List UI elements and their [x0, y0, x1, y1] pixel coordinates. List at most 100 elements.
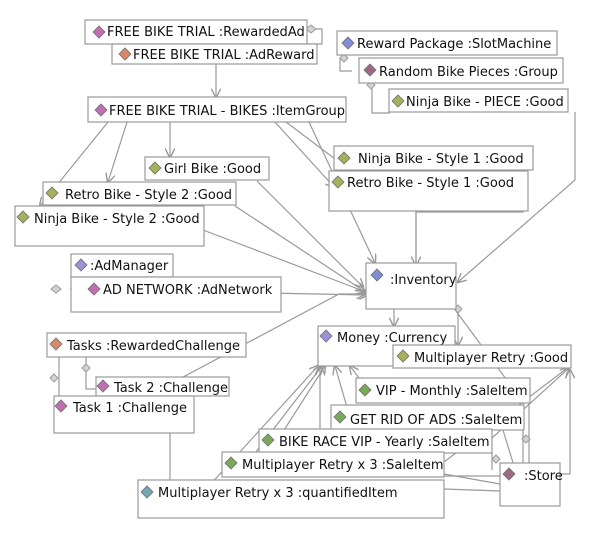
- olive-diamond-icon: [396, 349, 410, 363]
- diamond-connector-end: [50, 284, 62, 294]
- node-multiplayer-retry[interactable]: Multiplayer Retry :Good: [392, 344, 572, 369]
- node-label: FREE BIKE TRIAL - BIKES :ItemGroup: [109, 104, 345, 119]
- node-label: Retro Bike - Style 1 :Good: [347, 176, 514, 191]
- node-box: [111, 43, 318, 65]
- node-retro-bike-style-1[interactable]: Retro Bike - Style 1 :Good: [328, 170, 529, 212]
- magenta-diamond-icon: [87, 282, 101, 296]
- node-reward-package[interactable]: Reward Package :SlotMachine: [336, 30, 558, 56]
- olive-diamond-icon: [331, 175, 345, 189]
- olive-diamond-icon: [337, 151, 351, 165]
- node-label: FREE BIKE TRIAL :AdReward: [133, 48, 314, 63]
- node-inventory[interactable]: :Inventory: [365, 262, 457, 310]
- node-task-1[interactable]: Task 1 :Challenge: [53, 395, 195, 434]
- node-box: [137, 479, 445, 519]
- node-ad-manager[interactable]: :AdManager: [70, 253, 174, 278]
- node-box: [365, 262, 457, 310]
- connector-itemgroup-to-retrobike1: [274, 121, 334, 187]
- connector-quantified-to-inventory: [169, 294, 365, 486]
- node-label: FREE BIKE TRIAL :RewardedAd: [107, 25, 305, 40]
- node-label: Task 2 :Challenge: [113, 381, 228, 396]
- node-label: Money :Currency: [337, 331, 447, 346]
- violet-diamond-icon: [74, 258, 88, 272]
- node-tasks[interactable]: Tasks :RewardedChallenge: [46, 332, 247, 358]
- connector-bikevip-to-money: [278, 366, 325, 439]
- diamond-connector-end: [305, 24, 317, 34]
- blue-diamond-icon: [370, 268, 384, 282]
- node-label: Ninja Bike - PIECE :Good: [406, 95, 564, 110]
- olive-diamond-icon: [391, 94, 405, 108]
- node-box: [355, 377, 531, 404]
- node-free-bike-trial-bikes[interactable]: FREE BIKE TRIAL - BIKES :ItemGroup: [87, 96, 347, 123]
- node-box: [328, 170, 529, 212]
- olive-diamond-icon: [45, 186, 59, 200]
- node-box: [333, 145, 534, 171]
- violet-diamond-icon: [319, 329, 333, 343]
- node-ad-network[interactable]: AD NETWORK :AdNetwork: [70, 276, 282, 313]
- node-get-rid-of-ads[interactable]: GET RID OF ADS :SaleItem: [330, 404, 525, 431]
- node-ninja-bike-style-2[interactable]: Ninja Bike - Style 2 :Good: [14, 205, 205, 247]
- magenta-diamond-icon: [54, 399, 68, 413]
- magenta-diamond-icon: [94, 103, 108, 117]
- node-box: [46, 332, 247, 358]
- node-box: [358, 57, 564, 84]
- green-diamond-icon: [261, 433, 275, 447]
- connector-store-to-multiplayer-sale: [443, 473, 501, 485]
- olive-diamond-icon: [148, 161, 162, 175]
- green-diamond-icon: [358, 383, 372, 397]
- blue-diamond-icon: [341, 36, 355, 50]
- connector-ninjabike2-to-inventory: [202, 229, 366, 292]
- node-label: Reward Package :SlotMachine: [357, 37, 551, 52]
- node-box: [14, 205, 205, 247]
- node-box: [53, 395, 195, 434]
- node-ninja-bike-style-1[interactable]: Ninja Bike - Style 1 :Good: [333, 145, 534, 171]
- teal-diamond-icon: [140, 485, 154, 499]
- node-bike-race-vip-yearly[interactable]: BIKE RACE VIP - Yearly :SaleItem: [258, 428, 493, 454]
- node-task-2[interactable]: Task 2 :Challenge: [95, 376, 230, 397]
- node-girl-bike[interactable]: Girl Bike :Good: [144, 156, 270, 181]
- node-free-bike-trial-rewardedad[interactable]: FREE BIKE TRIAL :RewardedAd: [84, 19, 308, 45]
- connector-decorations: [49, 24, 531, 464]
- node-ninja-bike-piece[interactable]: Ninja Bike - PIECE :Good: [388, 88, 569, 113]
- connector-ninjapiece-to-inventory: [458, 112, 576, 282]
- node-label: Multiplayer Retry :Good: [414, 351, 568, 366]
- diamond-connector-end: [521, 434, 531, 444]
- node-vip-monthly[interactable]: VIP - Monthly :SaleItem: [355, 377, 531, 404]
- node-label: :Inventory: [390, 273, 457, 288]
- node-label: Ninja Bike - Style 1 :Good: [358, 152, 524, 167]
- connector-itemgroup-to-retrobike2: [108, 121, 128, 182]
- node-layer: FREE BIKE TRIAL :RewardedAd FREE BIKE TR…: [14, 19, 572, 519]
- node-label: GET RID OF ADS :SaleItem: [350, 413, 522, 428]
- connector-randomgroup-to-ninjapiece: [371, 84, 390, 114]
- node-box: [84, 19, 308, 45]
- connector-retrobike2-to-inventory: [234, 205, 364, 291]
- node-label: Retro Bike - Style 2 :Good: [65, 188, 232, 203]
- node-free-bike-trial-adreward[interactable]: FREE BIKE TRIAL :AdReward: [111, 43, 318, 65]
- green-diamond-icon: [224, 456, 238, 470]
- diamond-connector-end: [491, 454, 501, 464]
- node-store[interactable]: :Store: [499, 462, 563, 507]
- node-box: [70, 276, 282, 313]
- node-box: [336, 30, 558, 56]
- node-label: BIKE RACE VIP - Yearly :SaleItem: [279, 435, 490, 450]
- node-retro-bike-style-2[interactable]: Retro Bike - Style 2 :Good: [42, 181, 237, 206]
- green-diamond-icon: [333, 410, 347, 424]
- magenta-diamond-icon: [96, 379, 110, 393]
- olive-diamond-icon: [16, 210, 30, 224]
- node-label: VIP - Monthly :SaleItem: [376, 384, 528, 399]
- node-multiplayer-retry-x3-quantifieditem[interactable]: Multiplayer Retry x 3 :quantifiedItem: [137, 479, 445, 519]
- node-label: Ninja Bike - Style 2 :Good: [34, 212, 200, 227]
- node-multiplayer-retry-x3-saleitem[interactable]: Multiplayer Retry x 3 :SaleItem: [221, 451, 445, 478]
- connector-tasks-to-task2: [85, 357, 97, 390]
- node-label: Multiplayer Retry x 3 :quantifiedItem: [158, 486, 398, 501]
- node-box: [392, 344, 572, 369]
- node-box: [87, 96, 347, 123]
- node-random-bike-pieces[interactable]: Random Bike Pieces :Group: [358, 57, 564, 84]
- node-box: [42, 181, 237, 206]
- diamond-connector-end: [81, 363, 91, 373]
- node-label: Random Bike Pieces :Group: [379, 65, 558, 80]
- node-label: :AdManager: [90, 259, 169, 274]
- node-label: Task 1 :Challenge: [72, 401, 187, 416]
- node-label: AD NETWORK :AdNetwork: [103, 283, 273, 298]
